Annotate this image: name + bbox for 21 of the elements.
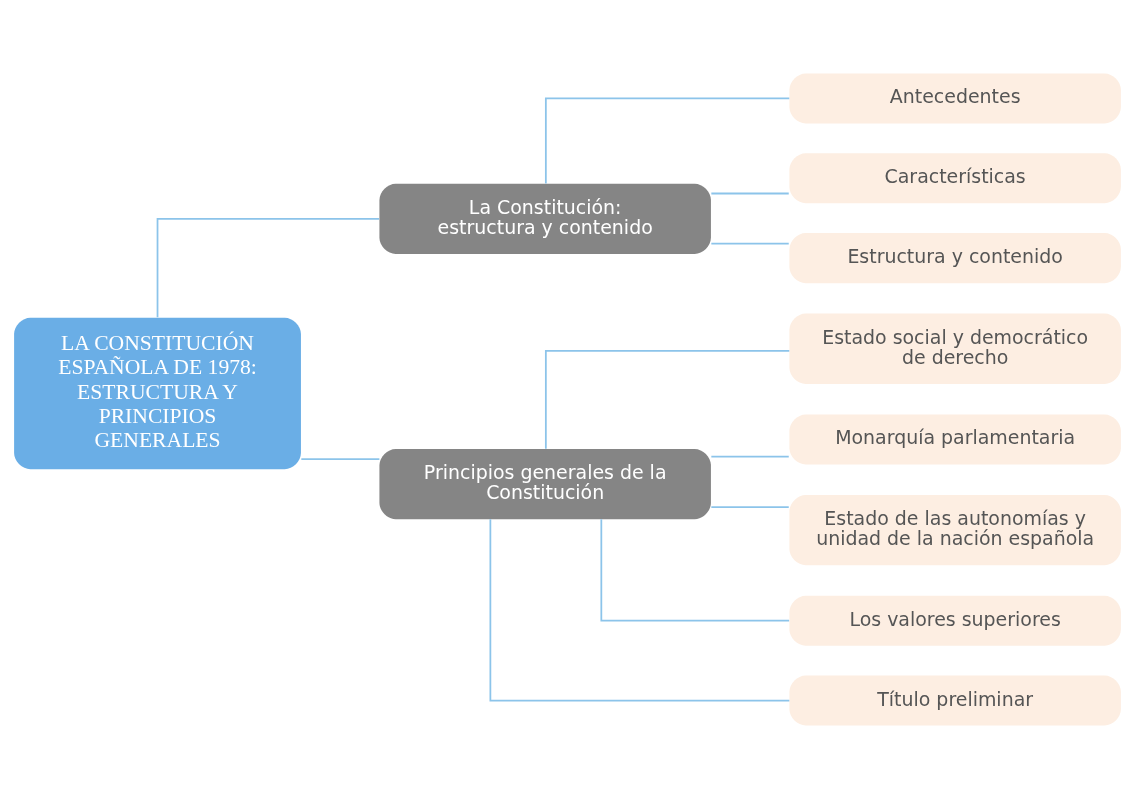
node-box: Principios generales de la Constitución — [379, 448, 711, 520]
connector — [600, 518, 790, 622]
node-box: Características — [789, 153, 1121, 204]
node-box: La Constitución: estructura y contenido — [379, 183, 711, 255]
node-box: Los valores superiores — [789, 595, 1121, 646]
connector — [544, 349, 791, 450]
connector — [489, 518, 791, 702]
connector — [710, 455, 790, 458]
connector — [710, 192, 790, 195]
node-box: Antecedentes — [789, 73, 1121, 124]
connector — [544, 97, 791, 185]
connector — [710, 242, 790, 245]
node-box: Estado social y democrático de derecho — [789, 313, 1121, 384]
connector — [156, 218, 380, 319]
node-box: Título preliminar — [789, 675, 1121, 726]
node-box: Monarquía parlamentaria — [789, 414, 1121, 465]
node-box: Estado de las autonomías y unidad de la nación española — [789, 494, 1121, 566]
node-box: Estructura y contenido — [789, 233, 1121, 284]
connector — [710, 506, 790, 508]
node-box: LA CONSTITUCIÓN ESPAÑOLA DE 1978: ESTRUCTURA Y PRINCIPIOS GENERALES — [14, 317, 301, 470]
connector — [300, 458, 381, 460]
